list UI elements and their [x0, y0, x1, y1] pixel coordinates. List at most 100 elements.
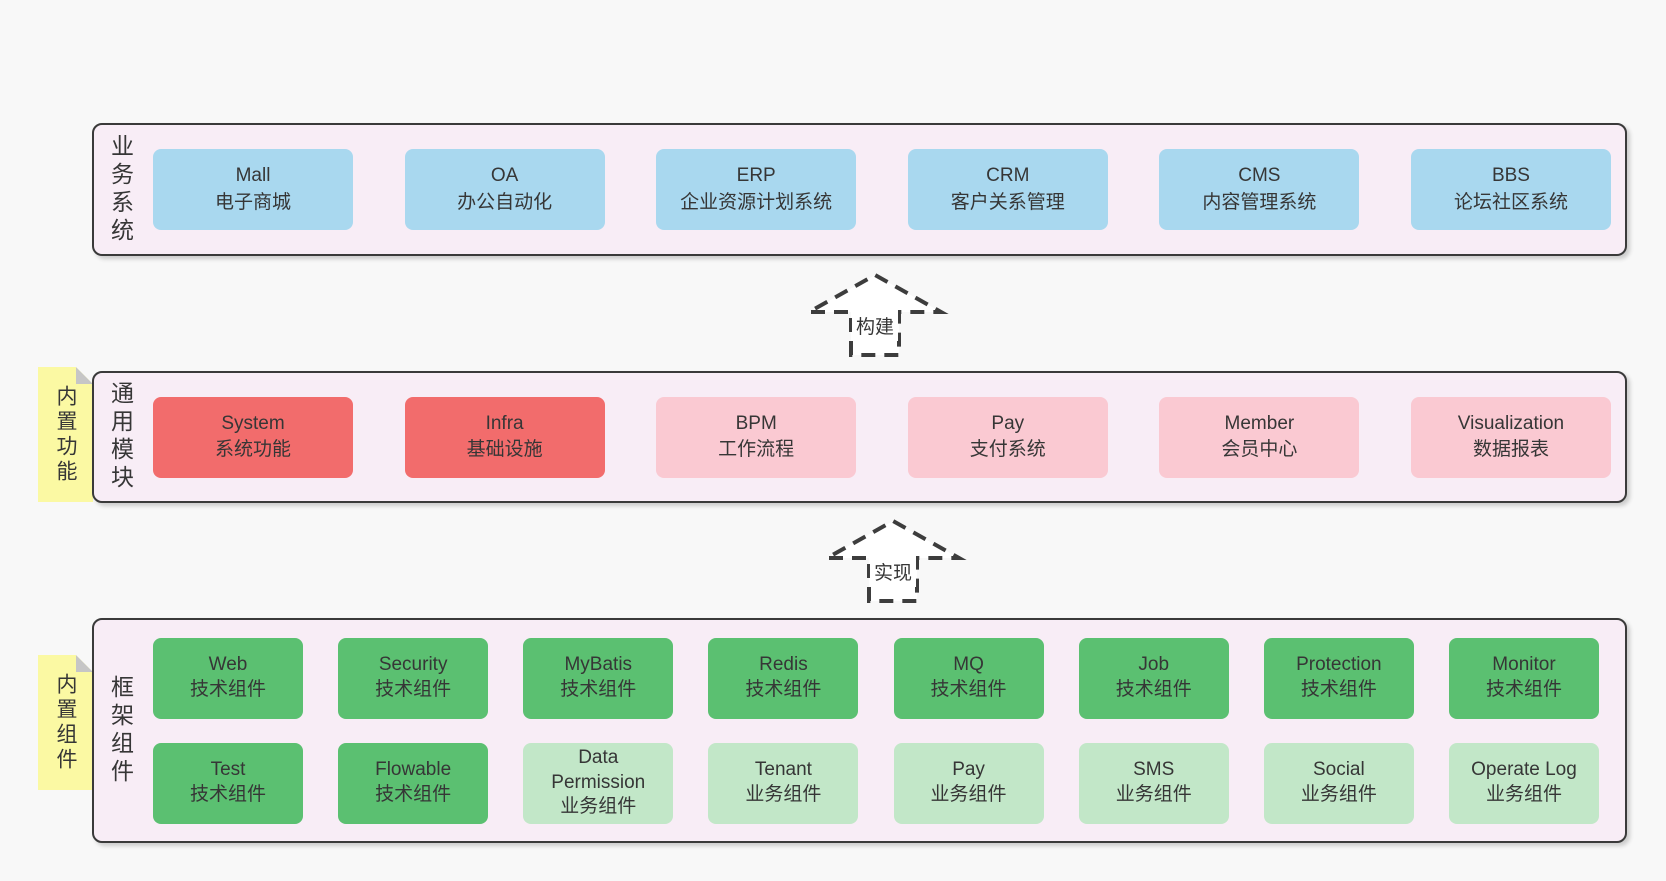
- box-sms: SMS 业务组件: [1078, 742, 1229, 824]
- box-subtitle: 系统功能: [214, 439, 291, 460]
- box-title: SMS: [1133, 759, 1175, 781]
- box-subtitle: 技术组件: [930, 679, 1007, 700]
- box-crm: CRM 客户关系管理: [907, 149, 1108, 230]
- box-security: Security 技术组件: [338, 637, 489, 719]
- box-bpm: BPM 工作流程: [656, 396, 857, 478]
- box-subtitle: 企业资源计划系统: [680, 191, 833, 213]
- box-subtitle: 支付系统: [969, 439, 1046, 460]
- arrow-build: 构建: [801, 272, 949, 357]
- layer-rows: System 系统功能 Infra 基础设施 BPM 工作流程 Pay 支付系统 Member 会…: [146, 373, 1625, 501]
- box-subtitle: 业务组件: [1485, 784, 1562, 805]
- arrow-implement: 实现: [819, 518, 967, 603]
- box-visualization: Visualization 数据报表: [1410, 396, 1611, 478]
- sticky-note-built-in-features: 内置功能: [38, 367, 93, 502]
- box-title: CRM: [986, 165, 1030, 187]
- box-title: Job: [1138, 654, 1170, 676]
- box-title: Data Permission: [551, 746, 646, 793]
- box-subtitle: 技术组件: [1300, 679, 1377, 700]
- box-subtitle: 内容管理系统: [1202, 191, 1317, 213]
- layer-side-label-text: 框架组件: [107, 674, 134, 787]
- box-subtitle: 技术组件: [560, 679, 637, 700]
- box-subtitle: 技术组件: [1485, 679, 1562, 700]
- box-subtitle: 工作流程: [718, 439, 795, 460]
- box-subtitle: 业务组件: [560, 796, 637, 818]
- box-subtitle: 基础设施: [466, 439, 543, 460]
- box-subtitle: 办公自动化: [457, 191, 553, 213]
- sticky-label: 内置功能: [54, 384, 77, 485]
- box-subtitle: 业务组件: [1115, 784, 1192, 805]
- box-title: MyBatis: [564, 654, 633, 676]
- box-title: Pay: [952, 759, 985, 781]
- sticky-fold-icon: [76, 367, 93, 384]
- box-system: System 系统功能: [153, 396, 353, 478]
- box-title: BBS: [1491, 165, 1530, 187]
- box-title: Monitor: [1492, 654, 1556, 676]
- box-title: Protection: [1296, 654, 1382, 676]
- box-subtitle: 技术组件: [189, 784, 266, 805]
- box-title: Member: [1224, 412, 1295, 434]
- box-subtitle: 客户关系管理: [950, 191, 1065, 213]
- box-title: BPM: [735, 412, 777, 434]
- layer-side-label: 通用模块: [94, 373, 146, 501]
- box-data-permission: Data Permission 业务组件: [523, 742, 674, 824]
- box-subtitle: 业务组件: [745, 784, 822, 805]
- box-subtitle: 电子商城: [214, 191, 291, 213]
- box-job: Job 技术组件: [1078, 637, 1229, 719]
- box-mq: MQ 技术组件: [893, 637, 1044, 719]
- box-subtitle: 技术组件: [745, 679, 822, 700]
- sticky-note-built-in-components: 内置组件: [38, 655, 93, 790]
- box-member: Member 会员中心: [1159, 396, 1360, 478]
- box-tenant: Tenant 业务组件: [708, 742, 859, 824]
- layer-row: System 系统功能 Infra 基础设施 BPM 工作流程 Pay 支付系统 Member 会…: [153, 396, 1611, 478]
- box-infra: Infra 基础设施: [404, 396, 605, 478]
- box-subtitle: 论坛社区系统: [1453, 191, 1568, 213]
- box-subtitle: 技术组件: [375, 784, 452, 805]
- layer-side-label-text: 通用模块: [107, 381, 134, 493]
- arrow-label: 实现: [869, 556, 917, 587]
- box-title: System: [221, 412, 285, 434]
- box-title: Security: [378, 654, 448, 676]
- box-title: Pay: [991, 412, 1025, 434]
- box-pay: Pay 业务组件: [893, 742, 1044, 824]
- box-subtitle: 业务组件: [1300, 784, 1377, 805]
- box-title: ERP: [736, 165, 776, 187]
- box-subtitle: 技术组件: [1115, 679, 1192, 700]
- sticky-fold-icon: [76, 655, 93, 672]
- sticky-label: 内置组件: [54, 672, 77, 773]
- box-title: Infra: [485, 412, 524, 434]
- box-social: Social 业务组件: [1263, 742, 1414, 824]
- box-subtitle: 数据报表: [1472, 439, 1549, 460]
- box-subtitle: 业务组件: [930, 784, 1007, 805]
- box-mybatis: MyBatis 技术组件: [523, 637, 674, 719]
- layer-side-label-text: 业务系统: [107, 133, 134, 246]
- box-bbs: BBS 论坛社区系统: [1410, 149, 1611, 230]
- box-title: MQ: [953, 654, 984, 676]
- box-subtitle: 技术组件: [375, 679, 452, 700]
- box-pay: Pay 支付系统: [907, 396, 1108, 478]
- box-title: Web: [208, 654, 248, 676]
- box-title: Social: [1312, 759, 1365, 781]
- box-title: Tenant: [754, 759, 812, 781]
- layer-side-label: 框架组件: [94, 620, 146, 841]
- arrow-label: 构建: [851, 310, 899, 341]
- box-subtitle: 会员中心: [1221, 439, 1298, 460]
- box-erp: ERP 企业资源计划系统: [656, 149, 857, 230]
- box-monitor: Monitor 技术组件: [1448, 637, 1599, 719]
- layer-common-modules: 通用模块 System 系统功能 Infra 基础设施 BPM 工作流程 Pay 支付系统 Me…: [92, 371, 1627, 503]
- layer-side-label: 业务系统: [94, 125, 146, 254]
- box-title: Visualization: [1457, 412, 1565, 434]
